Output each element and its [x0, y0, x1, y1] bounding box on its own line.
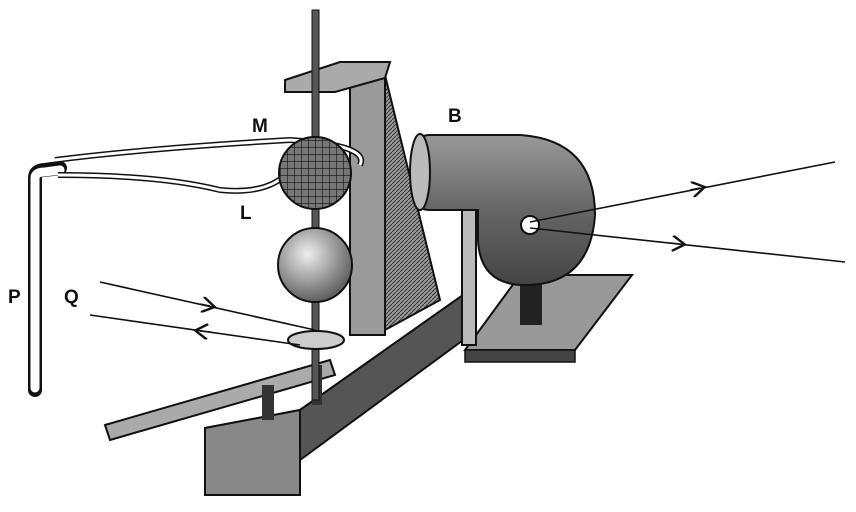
label-m: M [252, 116, 268, 137]
label-q: Q [64, 287, 79, 308]
magnet-aperture [520, 215, 540, 235]
mirror-disk [287, 330, 345, 350]
label-p: P [8, 287, 21, 308]
gauze-sphere-m [278, 136, 352, 210]
label-b: B [448, 106, 462, 127]
post-left [262, 385, 274, 420]
wooden-base [204, 288, 471, 496]
magnet-base-plate [463, 274, 635, 351]
magnet-pipe-b [414, 134, 597, 287]
light-rays [89, 161, 846, 346]
lever-arm [103, 358, 337, 442]
top-plate [284, 61, 392, 93]
magnet-stand [520, 280, 542, 325]
label-l: L [240, 203, 252, 224]
metal-ball [277, 227, 353, 303]
upright-board [349, 73, 386, 336]
